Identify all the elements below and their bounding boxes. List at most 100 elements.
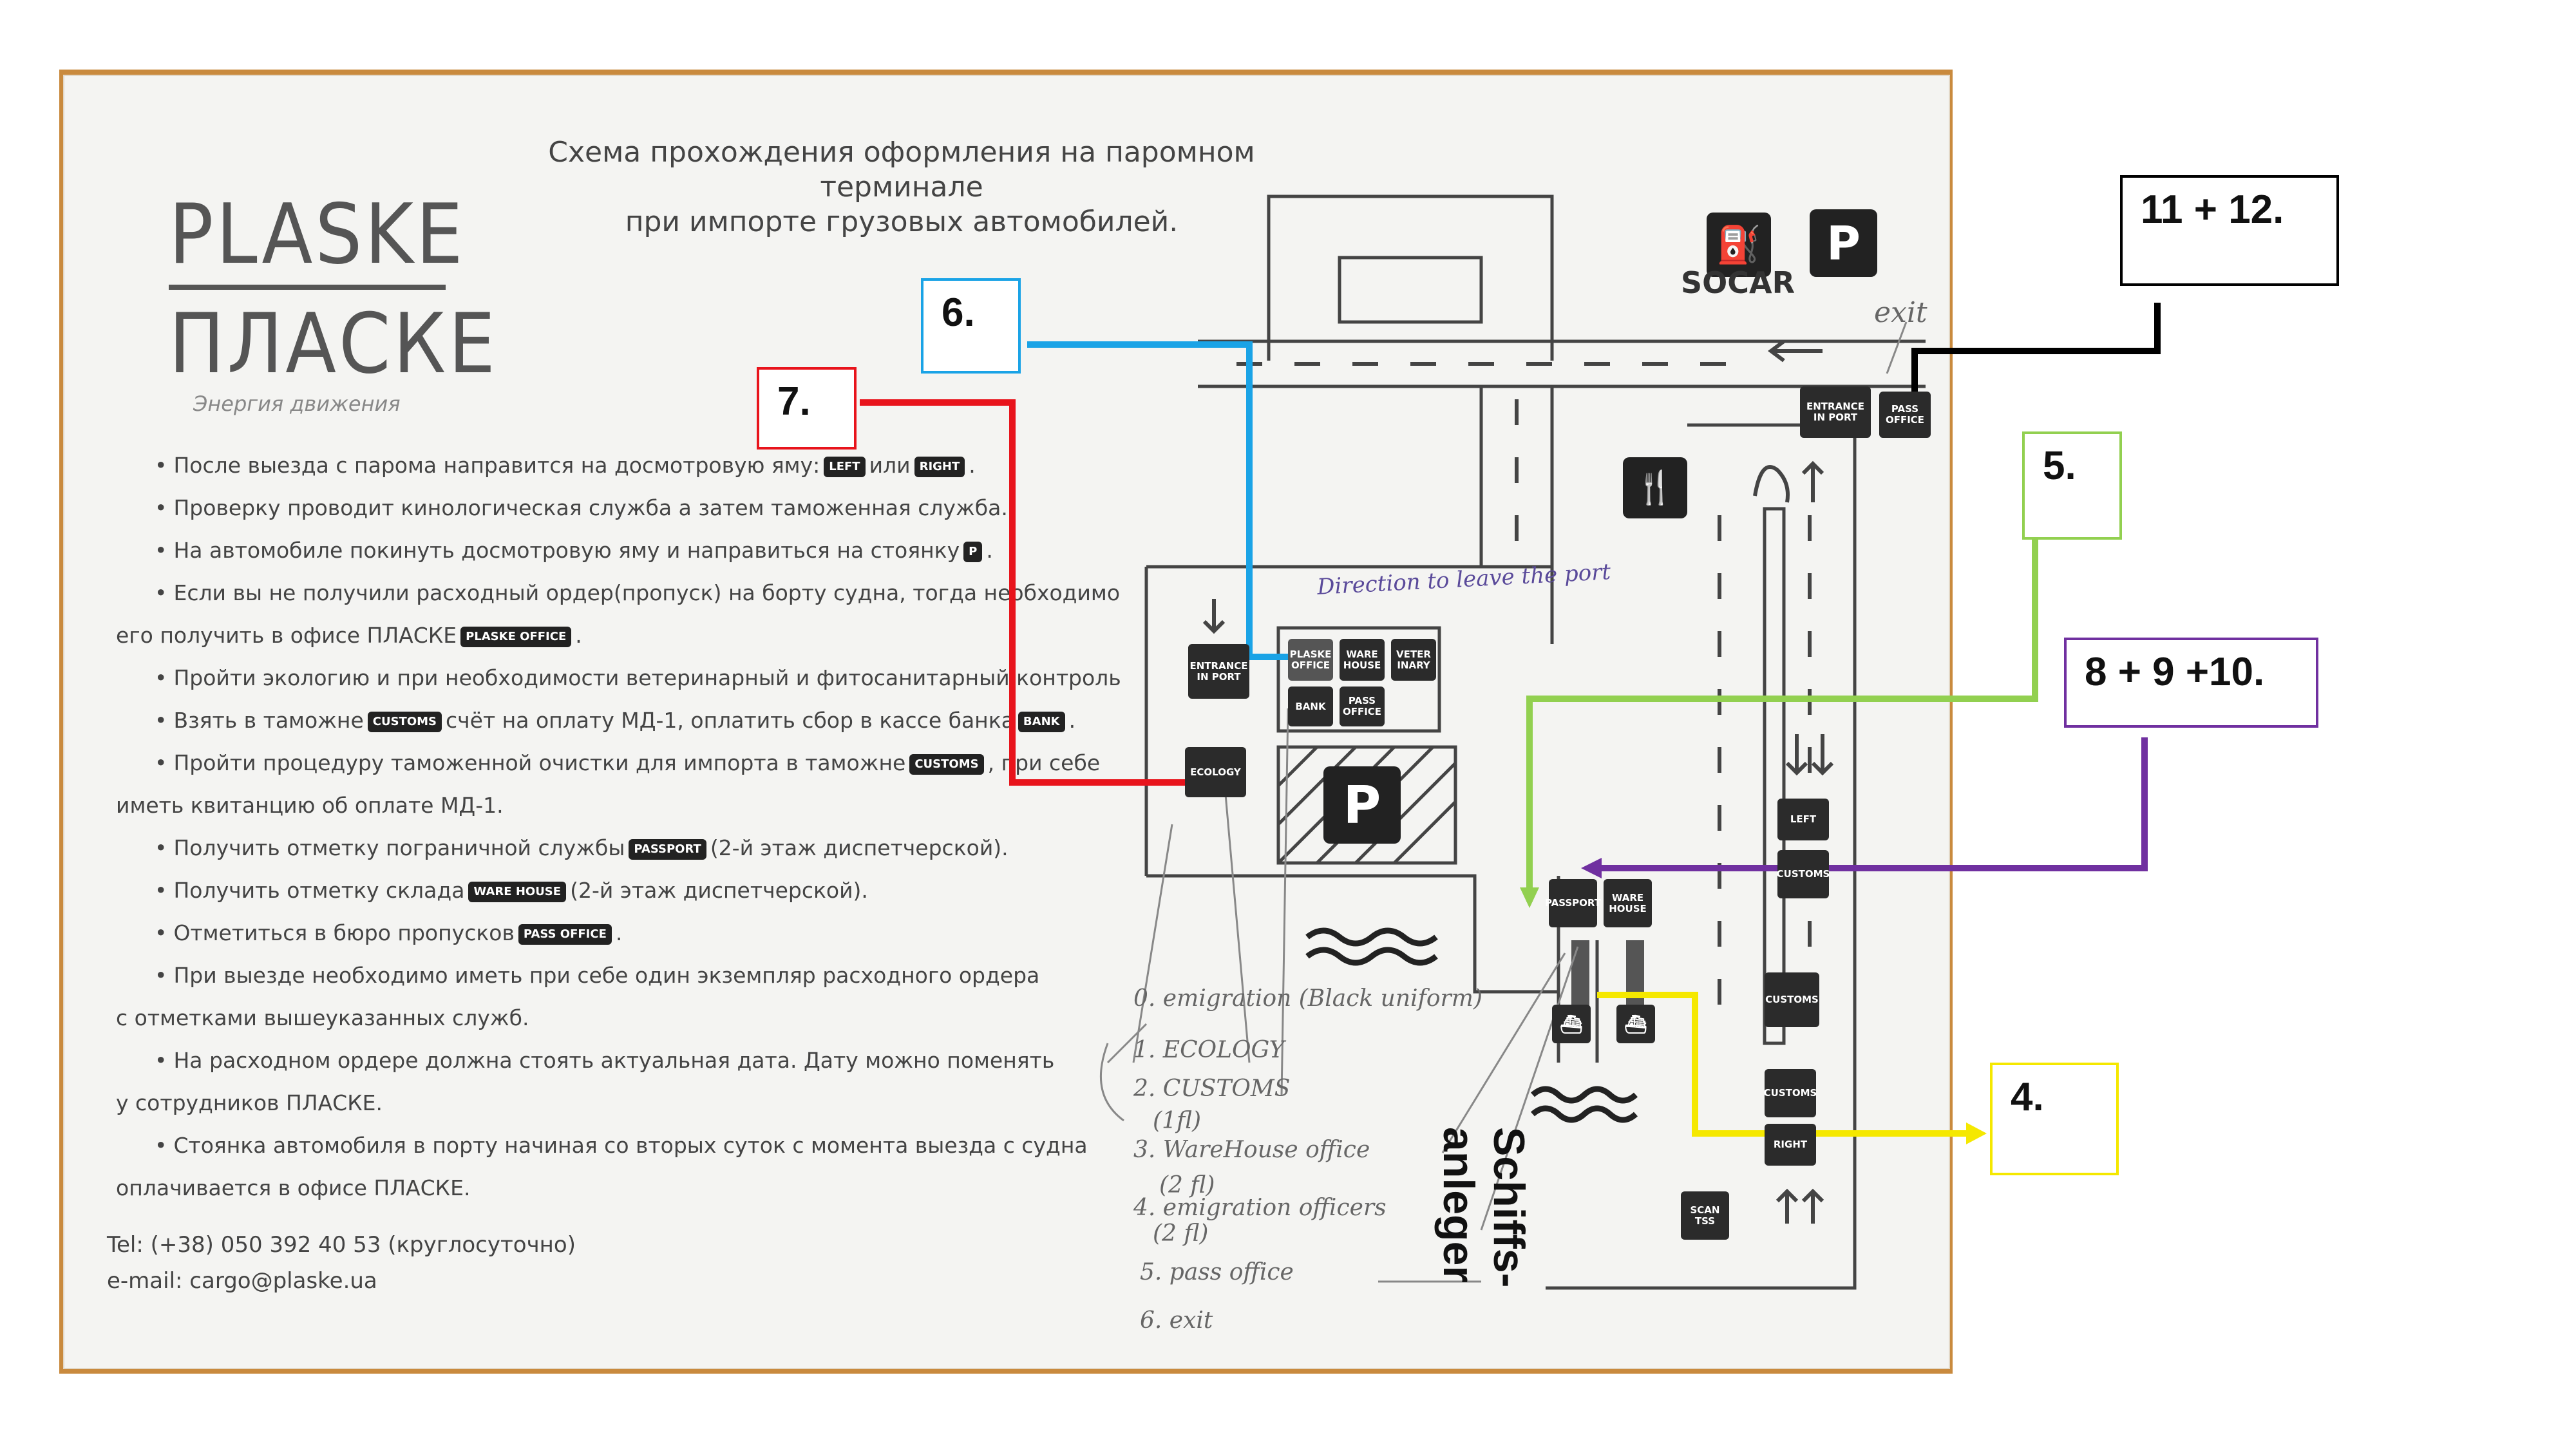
instruction-text: Взять в таможне [173, 708, 364, 733]
bullet: • [155, 580, 167, 605]
ship-berth-line-2: anleger [1434, 1127, 1483, 1283]
bank-icon: BANK [1288, 687, 1333, 726]
warehouse-icon-2: WARE HOUSE [1604, 879, 1652, 927]
instruction-text: оплачивается в офисе ПЛАСКЕ. [116, 1175, 471, 1200]
logo-tagline: Энергия движения [193, 392, 401, 416]
connector-4 [1597, 992, 1974, 1137]
instruction-line: •На автомобиле покинуть досмотровую яму … [116, 529, 1121, 572]
instruction-text: . [615, 920, 623, 945]
instruction-text: На автомобиле покинуть досмотровую яму и… [173, 538, 960, 563]
water-wave-4 [1530, 1105, 1638, 1123]
u-turn-mark [1753, 465, 1790, 503]
handwritten-list-item: 1. ECOLOGY [1133, 1037, 1285, 1063]
service-icon: P [963, 541, 983, 562]
connector-8910 [1591, 737, 2148, 871]
instruction-line: •Проверку проводит кинологическая служба… [116, 487, 1121, 529]
water-wave-1 [1305, 927, 1438, 947]
contact-block: Tel: (+38) 050 392 40 53 (круглосуточно)… [107, 1227, 576, 1299]
handwritten-list-item: 2. CUSTOMS [1133, 1075, 1291, 1102]
warehouse-icon-1: WARE HOUSE [1340, 639, 1385, 681]
bullet: • [155, 538, 167, 563]
handwritten-list-item: (1fl) [1153, 1108, 1202, 1134]
handwritten-exit: exit [1874, 296, 1927, 329]
connector-5-arrowhead [1520, 887, 1539, 908]
passport-icon: PASSPORT [1545, 879, 1601, 927]
top-building-outline [1267, 194, 1554, 361]
bullet: • [155, 453, 167, 478]
instruction-text: или [869, 453, 911, 478]
service-icon: CUSTOMS [367, 711, 442, 732]
arrow-down-entrance [1202, 599, 1226, 634]
water-wave-3 [1530, 1086, 1638, 1104]
handwritten-list-item: 6. exit [1140, 1307, 1213, 1334]
logo-cyrillic: ПЛАСКЕ [169, 296, 498, 392]
instruction-text: Пройти процедуру таможенной очистки для … [173, 750, 906, 775]
entrance-top-icon: ENTRANCE IN PORT [1800, 386, 1871, 438]
entrance-left-icon: ENTRANCE IN PORT [1188, 644, 1249, 699]
service-icon: WARE HOUSE [468, 881, 567, 902]
instruction-text: При выезде необходимо иметь при себе оди… [173, 963, 1040, 988]
ship-berth-label: Schiffs- anleger [1434, 1127, 1534, 1287]
instruction-text: у сотрудников ПЛАСКЕ. [116, 1090, 383, 1115]
customs-icon-r1: CUSTOMS [1777, 850, 1830, 898]
instruction-text: На расходном ордере должна стоять актуал… [173, 1048, 1055, 1073]
block-top [1146, 565, 1554, 644]
arrow-up-uturn [1801, 460, 1824, 502]
bullet: • [155, 1133, 167, 1158]
bullet: • [155, 835, 167, 860]
instruction-line: у сотрудников ПЛАСКЕ. [116, 1082, 1121, 1124]
callout-4: 4. [1990, 1063, 2119, 1175]
callout-5: 5. [2022, 431, 2122, 540]
instruction-text: Проверку проводит кинологическая служба … [173, 495, 1008, 520]
water-wave-2 [1305, 947, 1438, 966]
handwritten-list-item: (2 fl) [1159, 1172, 1215, 1198]
instruction-text: счёт на оплату МД-1, оплатить сбор в кас… [446, 708, 1014, 733]
instruction-text: . [986, 538, 993, 563]
instruction-line: с отметками вышеуказанных служб. [116, 997, 1121, 1039]
instruction-line: иметь квитанцию об оплате МД-1. [116, 784, 1121, 827]
instruction-line: •Стоянка автомобиля в порту начиная со в… [116, 1124, 1121, 1167]
contact-email: e-mail: cargo@plaske.ua [107, 1268, 377, 1294]
callout-8-9-10: 8 + 9 +10. [2064, 638, 2318, 728]
instruction-text: . [575, 623, 582, 648]
handwritten-list-item: 0. emigration (Black uniform) [1133, 985, 1482, 1012]
median-strip [1763, 507, 1786, 1045]
bullet: • [155, 878, 167, 903]
ecology-icon: ECOLOGY [1185, 747, 1246, 797]
handwritten-list-item: 4. emigration officers [1133, 1195, 1387, 1221]
connector-1112 [1911, 303, 2161, 402]
instruction-list: •После выезда с парома направится на дос… [116, 444, 1121, 1209]
office-cluster [1276, 626, 1441, 733]
instruction-text: его получить в офисе ПЛАСКЕ [116, 623, 457, 648]
road-arrow-left [1768, 339, 1823, 363]
bullet: • [155, 665, 167, 690]
callout-6: 6. [921, 278, 1021, 374]
connector-8910-arrowhead [1581, 858, 1602, 878]
veterinary-icon: VETER INARY [1391, 639, 1436, 681]
instruction-text: . [969, 453, 976, 478]
instruction-line: •На расходном ордере должна стоять актуа… [116, 1039, 1121, 1082]
right-column-outline [1546, 423, 1857, 1290]
connector-4-arrowhead [1966, 1122, 1987, 1144]
fuel-station-icon: ⛽ [1707, 213, 1771, 277]
bullet: • [155, 1048, 167, 1073]
service-icon: CUSTOMS [909, 753, 984, 775]
double-arrow-up [1776, 1188, 1824, 1224]
instruction-text: Стоянка автомобиля в порту начиная со вт… [173, 1133, 1088, 1158]
instruction-text: Получить отметку склада [173, 878, 465, 903]
handwritten-list-item: 3. WareHouse office [1133, 1137, 1370, 1163]
service-icon: LEFT [824, 456, 866, 477]
service-icon: PLASKE OFFICE [460, 626, 572, 647]
title-line-1: Схема прохождения оформления на паромном… [548, 136, 1255, 204]
instruction-line: •Если вы не получили расходный ордер(про… [116, 572, 1121, 614]
parking-icon-top: P [1810, 209, 1877, 277]
instruction-line: •После выезда с парома направится на дос… [116, 444, 1121, 487]
instruction-text: Получить отметку пограничной службы [173, 835, 625, 860]
title-line-2: при импорте грузовых автомобилей. [625, 205, 1179, 238]
customs-icon-r2: CUSTOMS [1765, 972, 1819, 1027]
instruction-text: . [1068, 708, 1076, 733]
bullet: • [155, 750, 167, 775]
service-icon: BANK [1018, 711, 1065, 732]
